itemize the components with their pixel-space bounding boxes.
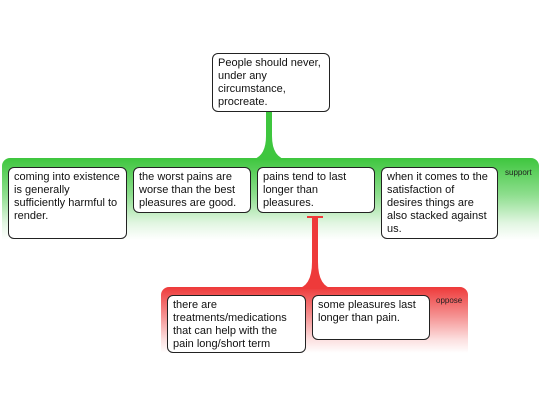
support-reason-3-text: pains tend to last longer than pleasures… (263, 171, 347, 209)
reason-to-oppose-connector (296, 218, 334, 289)
claim-node[interactable]: People should never, under any circumsta… (212, 53, 330, 112)
oppose-reason-2[interactable]: some pleasures last longer than pain. (312, 295, 430, 340)
support-reason-1-text: coming into existence is generally suffi… (14, 171, 120, 222)
oppose-reason-2-text: some pleasures last longer than pain. (318, 299, 416, 324)
oppose-label: oppose (436, 296, 463, 305)
support-reason-2[interactable]: the worst pains are worse than the best … (133, 167, 251, 213)
support-reason-4-text: when it comes to the satisfaction of des… (387, 171, 488, 235)
oppose-reason-1-text: there are treatments/medications that ca… (173, 299, 287, 350)
support-reason-2-text: the worst pains are worse than the best … (139, 171, 237, 209)
claim-text: People should never, under any circumsta… (218, 57, 321, 108)
support-reason-4[interactable]: when it comes to the satisfaction of des… (381, 167, 498, 239)
support-reason-3[interactable]: pains tend to last longer than pleasures… (257, 167, 375, 213)
claim-to-support-connector (250, 112, 288, 160)
oppose-reason-1[interactable]: there are treatments/medications that ca… (167, 295, 306, 353)
support-label: support (505, 168, 532, 177)
oppose-attach-marker (307, 216, 323, 218)
support-reason-1[interactable]: coming into existence is generally suffi… (8, 167, 127, 239)
